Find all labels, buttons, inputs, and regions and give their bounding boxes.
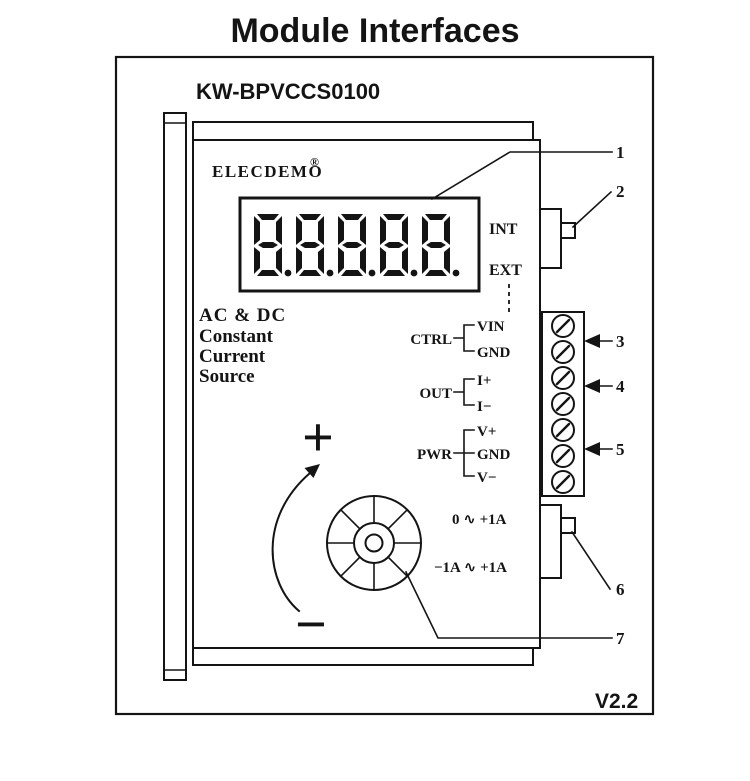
display-decimal-point <box>284 269 292 277</box>
display-digits <box>254 214 460 277</box>
callout-number-4: 4 <box>616 377 625 396</box>
display-decimal-point <box>410 269 418 277</box>
terminal-screw <box>551 418 575 442</box>
callout-number-2: 2 <box>616 182 625 201</box>
description-line-2: Constant <box>199 326 274 347</box>
callout-arrow-4 <box>584 379 600 393</box>
description-line-4: Source <box>199 366 255 387</box>
rotation-arrow-head <box>304 464 320 478</box>
callout-number-5: 5 <box>616 440 625 459</box>
mounting-rail <box>163 112 187 681</box>
out-group-label: OUT <box>419 386 452 402</box>
knob-spokes <box>326 495 422 591</box>
display-decimal-point <box>452 269 460 277</box>
pin-iminus-label: I− <box>477 399 491 415</box>
pin-vplus-label: V+ <box>477 424 496 440</box>
callout-number-1: 1 <box>616 143 625 162</box>
version-label: V2.2 <box>595 690 638 713</box>
module-panel <box>192 139 541 649</box>
lower-side-button <box>560 517 576 534</box>
int-ext-switch-body <box>538 208 562 269</box>
current-range-label-1: 0 ∿ +1A <box>452 512 507 528</box>
terminal-screw <box>551 340 575 364</box>
terminal-screw <box>551 470 575 494</box>
brand-label: ELECDEMO <box>212 162 323 181</box>
pin-iplus-label: I+ <box>477 373 491 389</box>
description-line-1: AC & DC <box>199 305 286 326</box>
current-range-label-2: −1A ∿ +1A <box>434 560 507 576</box>
pwr-group-label: PWR <box>417 447 452 463</box>
pin-vin-label: VIN <box>477 319 505 335</box>
model-label: KW-BPVCCS0100 <box>196 79 380 104</box>
int-mode-label: INT <box>489 221 518 238</box>
knob-center-hole <box>364 533 384 553</box>
ctrl-group-label: CTRL <box>410 332 452 348</box>
lower-side-tab <box>538 504 562 579</box>
knob-plus-label: + <box>302 407 334 469</box>
rotation-direction-arrow <box>271 471 312 613</box>
display-decimal-point <box>368 269 376 277</box>
out-bracket <box>453 378 475 406</box>
callout-number-3: 3 <box>616 332 625 351</box>
diagram-frame <box>114 55 655 716</box>
seven-segment-display <box>238 196 481 293</box>
pwr-bracket <box>453 429 475 477</box>
callout-line-6 <box>570 530 612 591</box>
callout-arrow-3 <box>584 334 600 348</box>
callout-line-7 <box>404 570 613 639</box>
page-title: Module Interfaces <box>230 12 519 50</box>
terminal-screw <box>551 444 575 468</box>
terminal-screw <box>551 366 575 390</box>
callout-number-6: 6 <box>616 580 625 599</box>
pin-gnd-ctrl-label: GND <box>477 345 511 361</box>
callout-number-7: 7 <box>616 629 625 648</box>
ext-mode-label: EXT <box>489 262 522 279</box>
pin-vminus-label: V− <box>477 470 496 486</box>
int-ext-switch-button <box>560 222 576 239</box>
terminal-screws <box>551 314 575 494</box>
callout-arrow-5 <box>584 442 600 456</box>
rotary-knob <box>326 495 422 591</box>
terminal-screw <box>551 314 575 338</box>
pin-gnd-pwr-label: GND <box>477 447 511 463</box>
callout-line-1 <box>430 151 613 201</box>
top-mounting-bar <box>192 121 534 141</box>
terminal-screw <box>551 392 575 416</box>
bottom-mounting-bar <box>192 646 534 666</box>
knob-minus-label: − <box>295 594 327 656</box>
callout-line-2 <box>571 190 613 229</box>
display-decimal-point <box>326 269 334 277</box>
description-line-3: Current <box>199 346 266 367</box>
registered-mark: ® <box>310 155 319 169</box>
ctrl-bracket <box>453 324 475 352</box>
